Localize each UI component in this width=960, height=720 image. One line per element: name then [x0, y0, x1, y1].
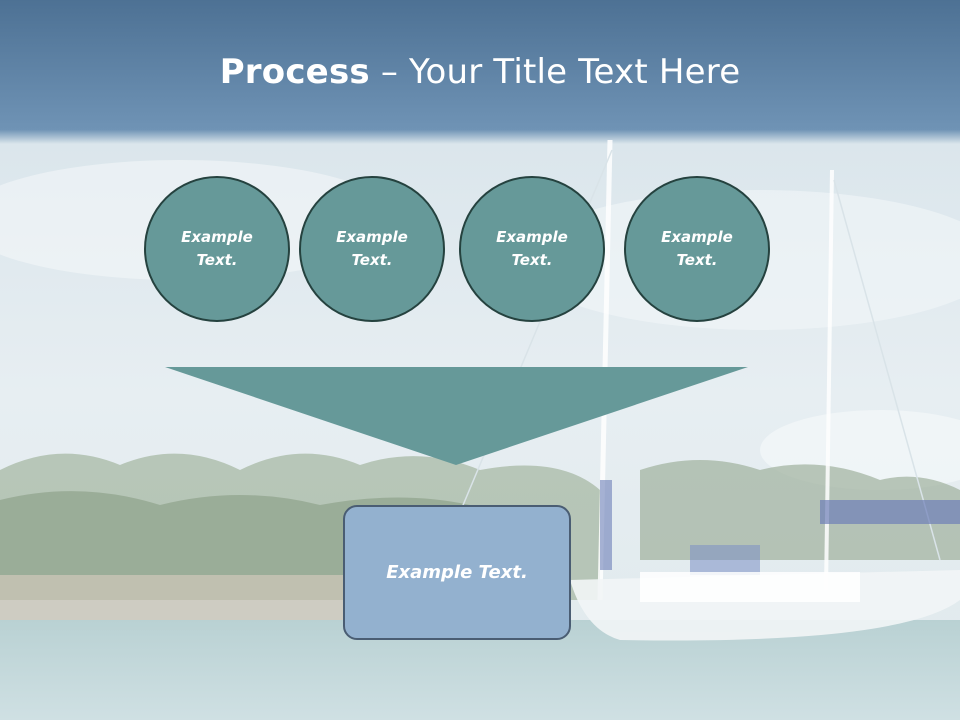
funnel-arrow-shape: [165, 367, 748, 465]
circle-1-text: Example Text.: [181, 228, 253, 269]
circle-4-text: Example Text.: [661, 228, 733, 269]
result-box: Example Text.: [343, 505, 571, 640]
title-bold: Process: [219, 52, 370, 92]
process-step-circle-1: Example Text.: [144, 176, 290, 322]
title-rest: – Your Title Text Here: [369, 52, 741, 92]
circle-3-text: Example Text.: [496, 228, 568, 269]
process-step-circle-3: Example Text.: [459, 176, 605, 322]
slide-title: Process – Your Title Text Here: [0, 52, 960, 92]
process-step-circle-2: Example Text.: [299, 176, 445, 322]
result-box-text: Example Text.: [386, 562, 528, 583]
process-step-circle-4: Example Text.: [624, 176, 770, 322]
circle-2-text: Example Text.: [336, 228, 408, 269]
